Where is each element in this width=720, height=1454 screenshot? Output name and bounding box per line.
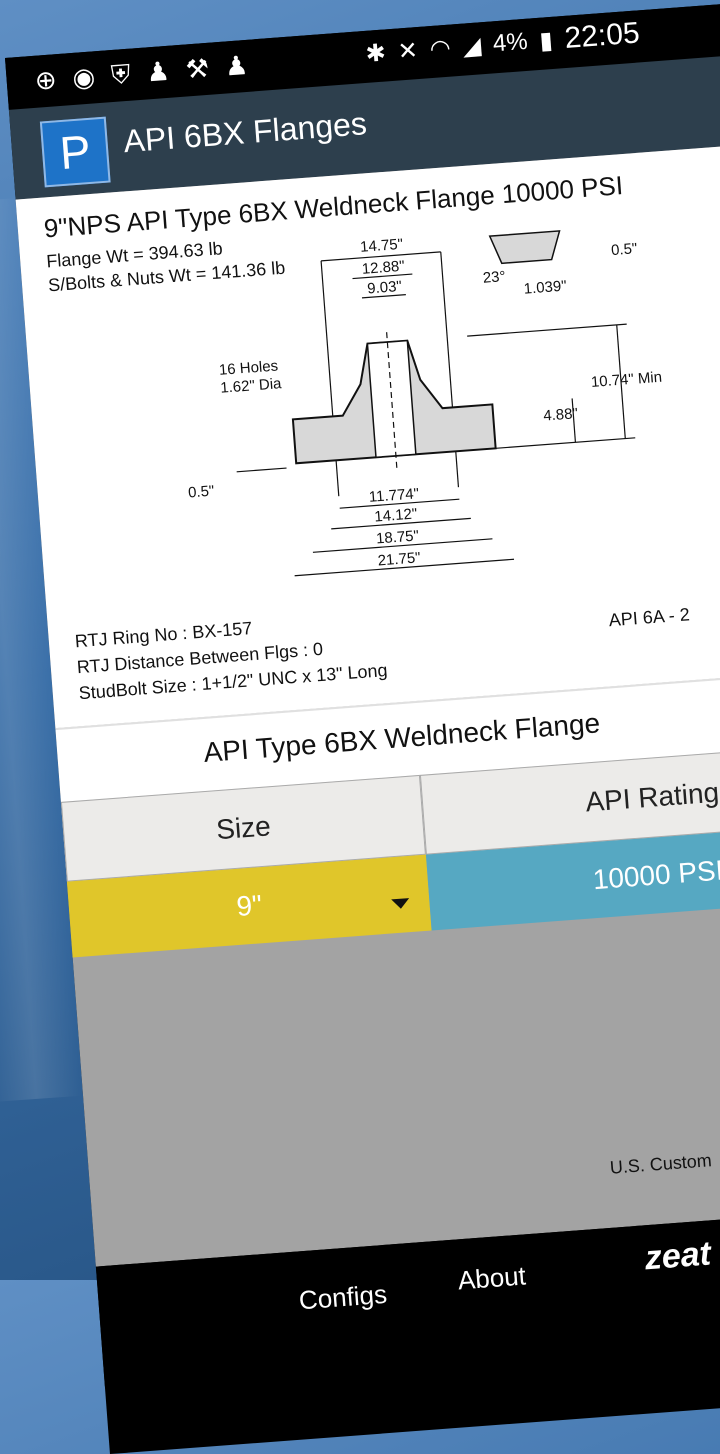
size-value: 9" — [235, 889, 264, 922]
groove-angle: 23° — [482, 268, 506, 287]
dim-line-height-bottom — [475, 437, 636, 451]
plus-icon: ⊕ — [33, 64, 58, 96]
bluetooth-icon: ✱ — [364, 38, 387, 68]
shield-icon: ⛨ — [109, 58, 132, 91]
groove-width: 1.039" — [523, 278, 567, 298]
groove-height: 0.5" — [611, 240, 638, 259]
dim-d1: 14.75" — [360, 236, 404, 256]
api-standard: API 6A - 2 — [608, 604, 691, 631]
flange-card: 9"NPS API Type 6BX Weldneck Flange 10000… — [15, 138, 720, 729]
battery-icon: ▮ — [538, 26, 554, 55]
nav-about[interactable]: About — [456, 1260, 527, 1296]
mute-icon: ✕ — [396, 36, 419, 65]
signal-icon: ◢ — [461, 31, 483, 61]
nav-configs[interactable]: Configs — [297, 1278, 389, 1316]
dim-height: 10.74" Min — [590, 369, 662, 391]
section-title: API Type 6BX Weldneck Flange — [202, 707, 602, 769]
dim-line-height — [616, 324, 626, 439]
dim-line-b2 — [331, 517, 471, 530]
holes-dia: 1.62" Dia — [220, 375, 283, 397]
center-line — [386, 332, 398, 472]
groove-detail — [488, 230, 561, 265]
dim-line-top2 — [352, 273, 413, 280]
dropdown-arrow-icon — [391, 898, 410, 910]
app-title: API 6BX Flanges — [122, 105, 368, 160]
dim-line-b1 — [339, 498, 460, 509]
phone-screen: ⊕ ◉ ⛨ ♟ ⚒ ♟ ✱ ✕ ◠ ◢ 4% ▮ 22:05 P API 6BX… — [5, 0, 720, 1454]
dim-b1: 11.774" — [368, 485, 419, 506]
dim-line-b4 — [294, 558, 515, 577]
dim-b4: 21.75" — [377, 549, 421, 569]
wifi-icon: ◉ — [71, 61, 97, 93]
status-right-icons: ✱ ✕ ◠ ◢ 4% ▮ 22:05 — [364, 16, 641, 70]
wifi-icon: ◠ — [428, 34, 452, 63]
clock: 22:05 — [563, 16, 641, 55]
dim-d2: 12.88" — [361, 258, 405, 278]
dim-raised: 0.5" — [187, 483, 214, 502]
dim-line-top1 — [321, 251, 441, 262]
dim-line-height-top — [467, 323, 627, 337]
battery-percent: 4% — [491, 27, 529, 58]
status-left-icons: ⊕ ◉ ⛨ ♟ ⚒ ♟ — [34, 50, 250, 98]
holes-count: 16 Holes — [218, 357, 278, 378]
dim-line-raised — [236, 467, 287, 473]
dim-d3: 9.03" — [367, 278, 403, 298]
person-icon: ♟ — [145, 55, 171, 88]
dim-b3: 18.75" — [375, 527, 419, 547]
dim-line-hub — [571, 398, 577, 443]
brand-logo[interactable]: zeat — [643, 1234, 713, 1278]
person-icon: ♟ — [223, 49, 250, 82]
dim-line-top3 — [361, 294, 406, 299]
dim-line-b3 — [312, 538, 493, 553]
rating-value: 10000 PSI — [591, 854, 720, 896]
dim-b2: 14.12" — [374, 505, 418, 525]
units-label: U.S. Custom — [609, 1150, 713, 1178]
main-content: 9"NPS API Type 6BX Weldneck Flange 10000… — [15, 138, 720, 1267]
flange-drawing: 14.75" 12.88" 9.03" 16 Holes 1.62" Dia 2… — [187, 230, 663, 577]
wrench-icon: ⚒ — [184, 52, 211, 85]
app-logo[interactable]: P — [39, 116, 111, 188]
flange-bore — [366, 339, 417, 459]
dim-hub: 4.88" — [543, 405, 579, 425]
